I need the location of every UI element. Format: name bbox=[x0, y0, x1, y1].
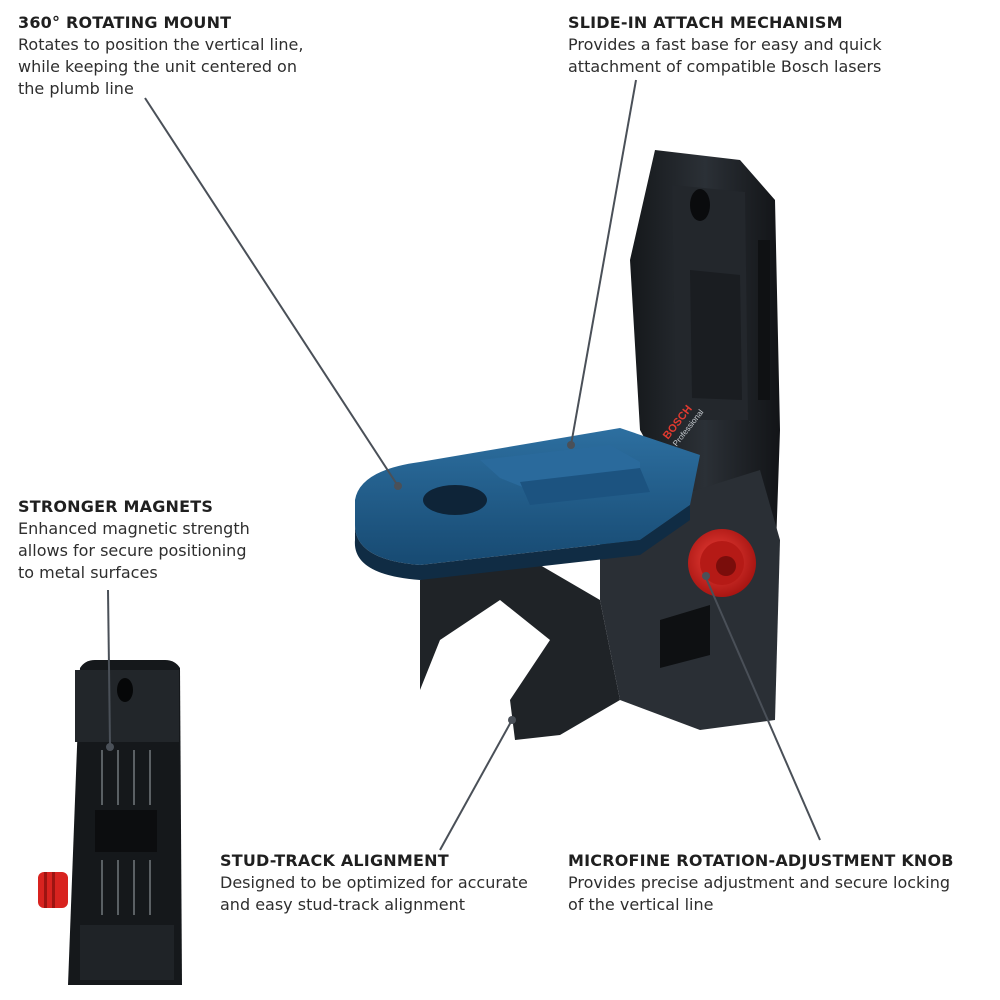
callout-line: Enhanced magnetic strength bbox=[18, 519, 250, 538]
adjustment-knob bbox=[688, 529, 756, 597]
callout-title: 360° ROTATING MOUNT bbox=[18, 13, 232, 32]
callout-title: MICROFINE ROTATION-ADJUSTMENT KNOB bbox=[568, 851, 954, 870]
callout-adjustment-knob: MICROFINE ROTATION-ADJUSTMENT KNOB Provi… bbox=[568, 850, 988, 916]
callout-line: the plumb line bbox=[18, 79, 134, 98]
leader-lines bbox=[106, 79, 821, 851]
blue-rotating-plate bbox=[354, 428, 700, 580]
callout-title: SLIDE-IN ATTACH MECHANISM bbox=[568, 13, 843, 32]
callout-line: attachment of compatible Bosch lasers bbox=[568, 57, 882, 76]
callout-line: Provides a fast base for easy and quick bbox=[568, 35, 882, 54]
callout-line: Designed to be optimized for accurate bbox=[220, 873, 528, 892]
back-view-product bbox=[38, 660, 182, 985]
callout-slide-in-attach: SLIDE-IN ATTACH MECHANISM Provides a fas… bbox=[568, 12, 988, 78]
callout-line: Provides precise adjustment and secure l… bbox=[568, 873, 951, 892]
callout-title: STUD-TRACK ALIGNMENT bbox=[220, 851, 449, 870]
callout-line: of the vertical line bbox=[568, 895, 714, 914]
callout-line: Rotates to position the vertical line, bbox=[18, 35, 304, 54]
callout-stud-track: STUD-TRACK ALIGNMENT Designed to be opti… bbox=[220, 850, 560, 916]
callout-line: and easy stud-track alignment bbox=[220, 895, 466, 914]
callout-title: STRONGER MAGNETS bbox=[18, 497, 214, 516]
callout-rotating-mount: 360° ROTATING MOUNT Rotates to position … bbox=[18, 12, 348, 100]
callout-line: to metal surfaces bbox=[18, 563, 158, 582]
callout-line: allows for secure positioning bbox=[18, 541, 247, 560]
callout-stronger-magnets: STRONGER MAGNETS Enhanced magnetic stren… bbox=[18, 496, 318, 584]
callout-line: while keeping the unit centered on bbox=[18, 57, 297, 76]
